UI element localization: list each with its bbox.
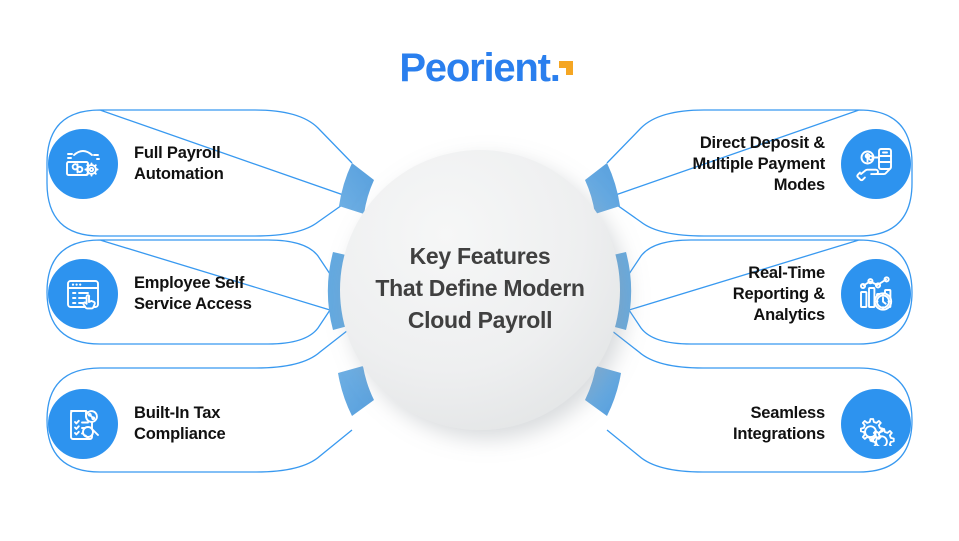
feature-label-line-2: Compliance [134,425,226,443]
feature-label-line-1: Employee Self [134,274,245,292]
feature-label: Employee Self Service Access [118,273,322,315]
feature-label-line-2: Automation [134,165,224,183]
center-heading-line-1: Key Features [409,243,551,269]
feature-label-line-2: Integrations [732,425,825,443]
feature-label-line-1: Full Payroll [134,144,221,162]
feature-built-in-tax-compliance[interactable]: Built-In Tax Compliance [44,372,322,476]
feature-full-payroll-automation[interactable]: Full Payroll Automation [44,112,322,216]
feature-real-time-reporting-analytics[interactable]: Real-Time Reporting & Analytics [637,242,915,346]
center-circle [340,150,620,430]
tax-document-gavel-icon [48,389,118,459]
feature-label-line-1: Seamless [750,404,825,422]
connector-outline-left-3 [46,326,353,473]
feature-direct-deposit-multiple-payment-modes[interactable]: Direct Deposit & Multiple Payment Modes [637,112,915,216]
feature-label-line-1: Built-In Tax [134,404,221,422]
interlocking-gears-icon [841,389,911,459]
connector-outlines-left [46,109,354,345]
feature-label-line-2: Multiple Payment [692,154,826,173]
center-heading: Key Features That Define Modern Cloud Pa… [339,240,621,336]
feature-label: Real-Time Reporting & Analytics [637,263,841,326]
hand-coin-phone-icon [841,129,911,199]
feature-label: Seamless Integrations [637,403,841,445]
banknote-gear-icon [48,129,118,199]
browser-cursor-icon [48,259,118,329]
feature-seamless-integrations[interactable]: Seamless Integrations [637,372,915,476]
feature-label: Built-In Tax Compliance [118,403,322,445]
feature-label-line-1: Direct Deposit & [699,133,825,152]
brand-logo: Peorient. [0,46,959,92]
feature-label-line-3: Modes [773,175,825,194]
brand-wordmark: Peorient. [399,46,561,90]
feature-employee-self-service-access[interactable]: Employee Self Service Access [44,242,322,346]
center-heading-line-2: That Define Modern [375,275,585,301]
feature-label-line-2: Reporting & [732,284,825,303]
connector-outlines-right [605,109,913,473]
center-heading-line-3: Cloud Payroll [407,307,553,333]
feature-label: Full Payroll Automation [118,143,322,185]
feature-label: Direct Deposit & Multiple Payment Modes [637,133,841,196]
feature-label-line-1: Real-Time [748,263,825,282]
feature-label-line-2: Service Access [134,295,252,313]
feature-label-line-3: Analytics [753,305,825,324]
bar-chart-clock-icon [841,259,911,329]
